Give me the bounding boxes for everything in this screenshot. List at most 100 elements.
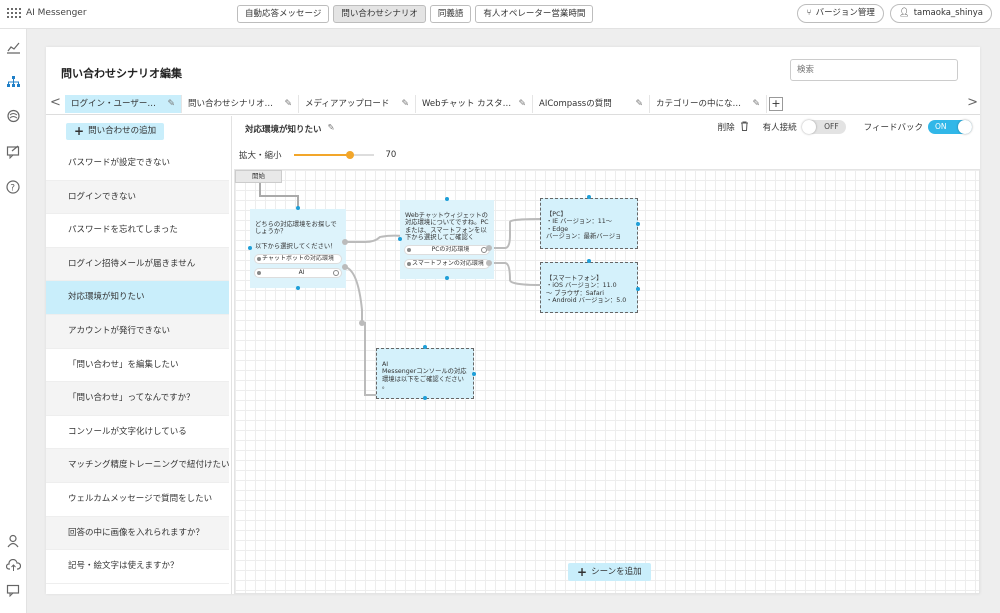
scenario-tab[interactable]: AICompassの質問✎ <box>533 95 650 113</box>
version-button[interactable]: ⑂ バージョン管理 <box>797 4 884 23</box>
scenario-tab[interactable]: カテゴリーの中になる質問✎ <box>650 95 767 113</box>
inquiry-item[interactable]: マッチング精度トレーニングで紐付けたい <box>46 449 229 483</box>
scene-node-pc[interactable]: 【PC】 ・IE バージョン：11～ ・Edge バージョン：最新バージョ <box>540 198 638 249</box>
user-button[interactable]: 👤︎ tamaoka_shinya <box>889 4 992 23</box>
add-tab-button[interactable]: + <box>769 97 783 111</box>
nav-tab-operator-hours[interactable]: 有人オペレーター営業時間 <box>475 5 594 23</box>
inquiry-item[interactable]: アカウントが発行できない <box>46 314 229 349</box>
node-side-port[interactable] <box>248 246 252 250</box>
trash-icon[interactable] <box>740 121 749 134</box>
pencil-icon[interactable]: ✎ <box>401 99 409 109</box>
node-input-port[interactable] <box>423 345 427 349</box>
start-node[interactable]: 開始 <box>235 170 282 183</box>
connector-dot[interactable] <box>342 264 348 270</box>
option-ai[interactable]: AI <box>254 268 342 278</box>
app-logo[interactable]: AI Messenger <box>6 7 87 19</box>
node-input-port[interactable] <box>587 259 591 263</box>
analytics-icon[interactable] <box>5 41 21 55</box>
node-output-port[interactable] <box>423 396 427 400</box>
inquiry-item[interactable]: 「問い合わせ」ってなんですか？ <box>46 382 229 416</box>
pencil-icon[interactable]: ✎ <box>635 99 643 109</box>
option-smartphone-env[interactable]: スマートフォンの対応環境 <box>404 259 490 269</box>
node-output-port[interactable] <box>445 276 449 280</box>
scenario-list-panel: + 問い合わせの追加 パスワードが設定できない ログインできない パスワードを忘… <box>46 116 232 594</box>
node-side-port[interactable] <box>636 222 640 226</box>
option-chatbot-env[interactable]: チャットボットの対応環境 <box>254 254 342 264</box>
zoom-control: 拡大・縮小 70 <box>239 149 396 161</box>
inquiry-item[interactable]: パスワードを忘れてしまった <box>46 214 229 248</box>
scene-node-text: Webチャットウィジェットの対応環境についてですね。PCまたは、スマートフォンを… <box>405 211 489 242</box>
scene-node-webchat[interactable]: Webチャットウィジェットの対応環境についてですね。PCまたは、スマートフォンを… <box>400 200 494 279</box>
feedback-toggle-value: ON <box>935 122 947 131</box>
zoom-slider-fill <box>293 154 350 156</box>
nav-tab-scenario[interactable]: 問い合わせシナリオ <box>333 5 426 23</box>
feedback-toggle[interactable]: ON <box>928 120 972 134</box>
inquiry-item[interactable]: ウェルカムメッセージで質問をしたい <box>46 482 229 517</box>
connector-dot[interactable] <box>359 320 365 326</box>
user-icon: 👤︎ <box>898 8 910 18</box>
node-input-port[interactable] <box>296 206 300 210</box>
brain-icon[interactable] <box>5 109 21 123</box>
link-node1-node5 <box>344 266 376 396</box>
inquiry-item[interactable]: 記号・絵文字は使えますか？ <box>46 550 229 584</box>
node-input-port[interactable] <box>445 197 449 201</box>
node-side-port[interactable] <box>636 287 640 291</box>
option-pc-env[interactable]: PCの対応環境 <box>404 245 490 255</box>
add-inquiry-button[interactable]: + 問い合わせの追加 <box>66 123 165 140</box>
connector-dot[interactable] <box>486 245 492 251</box>
connector-dot[interactable] <box>486 260 492 266</box>
feedback-icon[interactable] <box>5 584 21 598</box>
user-settings-icon[interactable] <box>5 534 21 548</box>
option-label: スマートフォンの対応環境 <box>412 260 484 267</box>
scene-node-smartphone[interactable]: 【スマートフォン】 ・iOS バージョン：11.0 ～ ブラウザ：Safari … <box>540 262 638 313</box>
flow-canvas[interactable]: 開始 どちらの対応環境をお探しでしょうか？ 以下から選択してください！ チャット… <box>234 169 980 594</box>
zoom-label: 拡大・縮小 <box>239 151 282 161</box>
tabs-next-icon[interactable]: > <box>967 95 978 110</box>
pencil-icon[interactable]: ✎ <box>167 99 175 109</box>
svg-text:?: ? <box>10 183 15 193</box>
scenario-tab-bar: < ログイン・ユーザー管理✎ 問い合わせシナリオ編集✎ メディアアップロード✎ … <box>46 93 980 115</box>
plus-icon: + <box>74 124 85 138</box>
delete-label[interactable]: 削除 <box>717 123 735 133</box>
search-input[interactable] <box>790 59 958 81</box>
scene-node-text: 【スマートフォン】 ・iOS バージョン：11.0 ～ ブラウザ：Safari … <box>546 274 627 305</box>
pencil-icon[interactable]: ✎ <box>518 99 526 109</box>
cloud-upload-icon[interactable] <box>5 558 21 573</box>
node-output-port[interactable] <box>296 286 300 290</box>
human-connection-toggle[interactable]: OFF <box>801 120 846 134</box>
connector-dot[interactable] <box>342 239 348 245</box>
inquiry-item[interactable]: 「問い合わせ」を編集したい <box>46 348 229 383</box>
scenario-tab[interactable]: メディアアップロード✎ <box>299 95 416 113</box>
inquiry-item[interactable]: コンソールが文字化けしている <box>46 415 229 450</box>
node-side-port[interactable] <box>398 237 402 241</box>
inquiry-item[interactable]: ログインできない <box>46 180 229 215</box>
nav-tab-auto-reply[interactable]: 自動応答メッセージ <box>237 5 330 23</box>
tabs-prev-icon[interactable]: < <box>50 95 61 110</box>
edit-title-pencil-icon[interactable]: ✎ <box>327 123 335 133</box>
scene-node-question[interactable]: どちらの対応環境をお探しでしょうか？ 以下から選択してください！ チャットボット… <box>250 209 346 288</box>
scenario-editor-card: 問い合わせシナリオ編集 < ログイン・ユーザー管理✎ 問い合わせシナリオ編集✎ … <box>46 47 980 594</box>
option-label: チャットボットの対応環境 <box>262 255 334 262</box>
scene-node-console[interactable]: AI Messengerコンソールの対応環境は以下をご確認ください 。 <box>376 348 474 399</box>
chat-settings-icon[interactable] <box>5 145 21 160</box>
node-side-port[interactable] <box>472 372 476 376</box>
help-icon[interactable]: ? <box>5 180 21 194</box>
link-node1-node2 <box>345 234 404 243</box>
scenario-tab[interactable]: Webチャット カスタマイズ✎ <box>416 95 533 113</box>
zoom-slider[interactable] <box>293 151 374 159</box>
scenario-tab[interactable]: ログイン・ユーザー管理✎ <box>65 95 182 113</box>
pencil-icon[interactable]: ✎ <box>752 99 760 109</box>
scenario-tab[interactable]: 問い合わせシナリオ編集✎ <box>182 95 299 113</box>
add-scene-button[interactable]: + シーンを追加 <box>568 563 651 581</box>
top-bar: AI Messenger 自動応答メッセージ 問い合わせシナリオ 同義語 有人オ… <box>0 0 1000 29</box>
inquiry-item[interactable]: ログイン招待メールが届きません <box>46 247 229 282</box>
zoom-slider-handle[interactable] <box>345 151 354 159</box>
plus-icon: + <box>577 565 588 579</box>
inquiry-item[interactable]: 回答の中に画像を入れられますか？ <box>46 516 229 551</box>
inquiry-item-selected[interactable]: 対応環境が知りたい <box>46 281 229 315</box>
inquiry-item[interactable]: パスワードが設定できない <box>46 147 229 181</box>
node-input-port[interactable] <box>587 195 591 199</box>
pencil-icon[interactable]: ✎ <box>284 99 292 109</box>
scenario-tree-icon[interactable] <box>5 75 21 89</box>
nav-tab-synonyms[interactable]: 同義語 <box>429 5 472 23</box>
